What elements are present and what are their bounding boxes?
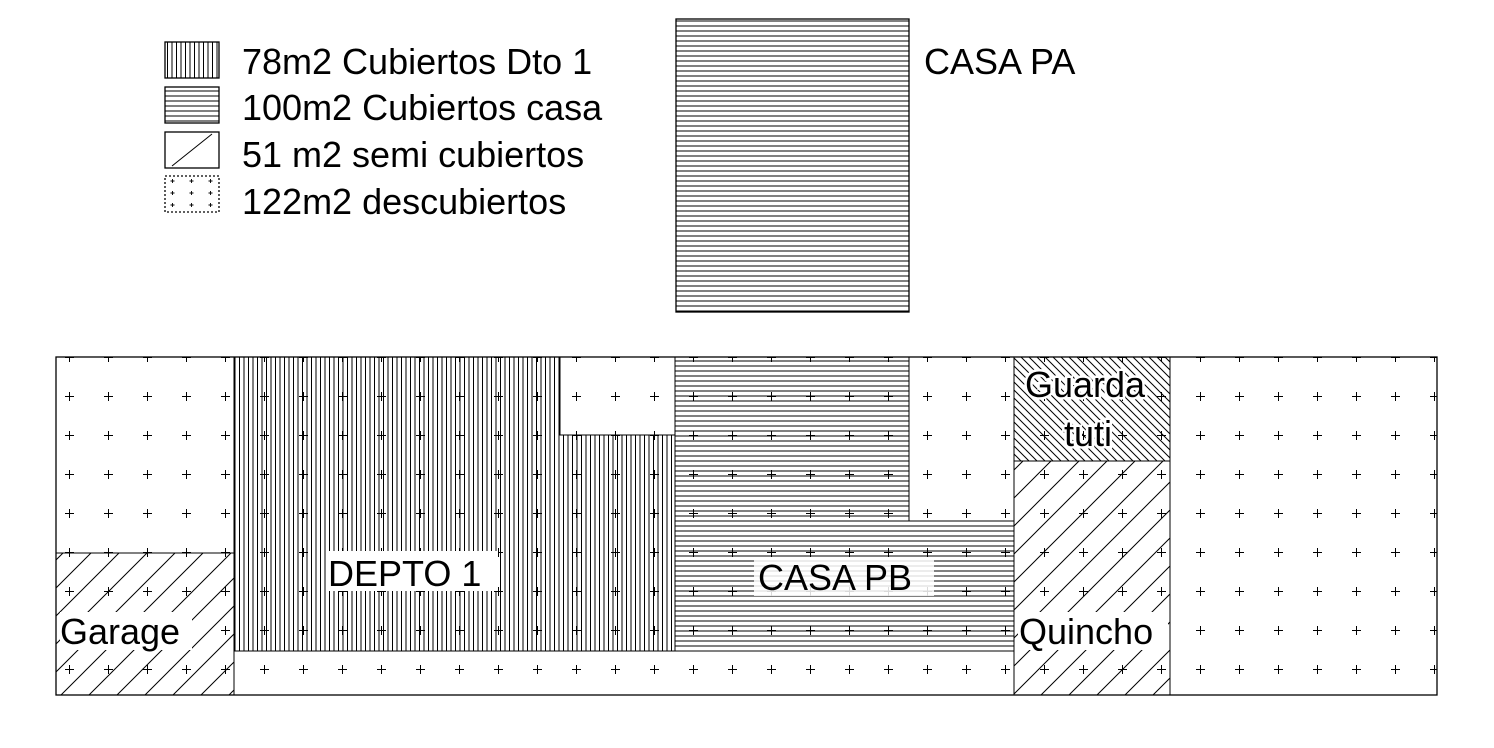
upper-floor: CASA PA (675, 18, 1075, 313)
ground-floor-outline (55, 356, 1438, 696)
garage-label: Garage (60, 611, 180, 652)
legend-swatch-horizontal-hatch (164, 86, 220, 124)
legend-item-descubiertos: 122m2 descubiertos (164, 175, 566, 222)
casa-pb-label-bg (754, 558, 934, 596)
legend-label-semi: 51 m2 semi cubiertos (242, 134, 584, 175)
quincho-label-bg (1018, 612, 1168, 650)
garage-label-bg (60, 612, 192, 650)
legend-label-descubiertos: 122m2 descubiertos (242, 181, 566, 222)
legend-swatch-plus-dots (164, 175, 220, 213)
legend-item-casa: 100m2 Cubiertos casa (164, 86, 603, 128)
casa-pa-area (675, 18, 910, 313)
quincho-area (1013, 460, 1171, 696)
ground-floor: Garage DEPTO 1 CASA PB Guarda tuti Quinc… (55, 356, 1438, 696)
quincho-label: Quincho (1019, 611, 1153, 652)
legend-label-dto: 78m2 Cubiertos Dto 1 (242, 41, 592, 82)
legend-swatch-vertical-hatch (164, 41, 220, 79)
legend-item-semi: 51 m2 semi cubiertos (164, 131, 584, 175)
guarda-tuti-label-line1: Guarda (1025, 364, 1146, 405)
depto-1-label: DEPTO 1 (328, 553, 481, 594)
legend-item-dto: 78m2 Cubiertos Dto 1 (164, 41, 592, 82)
legend-swatch-diagonal-line (171, 133, 213, 167)
legend: 78m2 Cubiertos Dto 1 100m2 Cubiertos cas… (164, 41, 603, 222)
casa-pb-label: CASA PB (758, 557, 912, 598)
legend-label-casa: 100m2 Cubiertos casa (242, 87, 603, 128)
depto-1-label-bg (326, 551, 498, 591)
guarda-tuti-label-line2: tuti (1064, 413, 1112, 454)
casa-pa-label: CASA PA (924, 41, 1075, 82)
